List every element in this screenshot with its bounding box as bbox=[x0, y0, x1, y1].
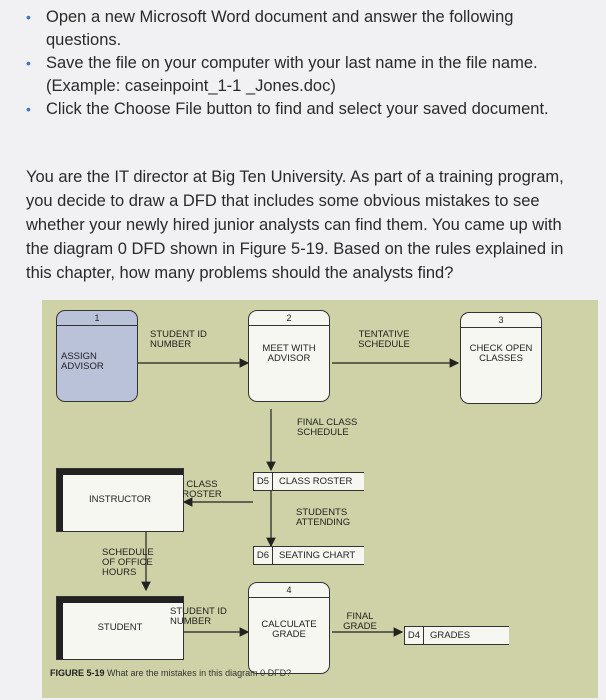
instruction-text: Save the file on your computer with your… bbox=[46, 54, 538, 95]
instruction-item: • Open a new Microsoft Word document and… bbox=[20, 6, 590, 52]
instruction-text: Click the Choose File button to find and… bbox=[46, 100, 549, 118]
entity-instructor: INSTRUCTOR bbox=[56, 468, 184, 532]
bullet-icon: • bbox=[26, 55, 31, 71]
instruction-item: • Click the Choose File button to find a… bbox=[20, 98, 590, 121]
store-name: CLASS ROSTER bbox=[279, 476, 353, 487]
flow-label: TENTATIVE SCHEDULE bbox=[358, 329, 410, 350]
process-check-open-classes: 3 CHECK OPEN CLASSES bbox=[460, 312, 542, 404]
entity-label: INSTRUCTOR bbox=[88, 494, 152, 505]
caption-text: What are the mistakes in this diagram 0 … bbox=[107, 668, 292, 678]
flow-label: STUDENTS ATTENDING bbox=[296, 507, 351, 528]
process-meet-with-advisor: 2 MEET WITH ADVISOR bbox=[248, 310, 330, 402]
flow-label: CLASS ROSTER bbox=[182, 479, 222, 500]
entity-student: STUDENT bbox=[56, 596, 184, 660]
flow-label: FINAL GRADE bbox=[343, 611, 377, 632]
process-name: MEET WITH ADVISOR bbox=[262, 343, 316, 364]
flow-label: STUDENT ID NUMBER bbox=[170, 606, 227, 627]
process-number: 2 bbox=[249, 311, 329, 326]
process-name: CALCULATE GRADE bbox=[261, 619, 317, 640]
bullet-icon: • bbox=[26, 9, 31, 25]
process-name: ASSIGN ADVISOR bbox=[61, 351, 104, 372]
instruction-item: • Save the file on your computer with yo… bbox=[20, 52, 590, 98]
process-number: 4 bbox=[249, 583, 329, 598]
instruction-text: Open a new Microsoft Word document and a… bbox=[46, 8, 514, 49]
process-name: CHECK OPEN CLASSES bbox=[469, 343, 533, 364]
instructions-list: • Open a new Microsoft Word document and… bbox=[20, 6, 590, 121]
data-store-seating-chart: D6 SEATING CHART bbox=[253, 546, 364, 565]
store-id: D6 bbox=[254, 547, 273, 564]
flow-label: SCHEDULE OF OFFICE HOURS bbox=[102, 547, 154, 578]
question-paragraph: You are the IT director at Big Ten Unive… bbox=[26, 168, 564, 282]
caption-label: FIGURE 5-19 bbox=[50, 668, 105, 678]
store-id: D4 bbox=[405, 627, 424, 644]
process-number: 1 bbox=[57, 311, 137, 326]
data-store-class-roster: D5 CLASS ROSTER bbox=[253, 472, 364, 491]
store-name: SEATING CHART bbox=[279, 550, 356, 561]
dfd-figure: 1 ASSIGN ADVISOR 2 MEET WITH ADVISOR 3 C… bbox=[42, 300, 598, 698]
process-assign-advisor: 1 ASSIGN ADVISOR bbox=[56, 310, 138, 402]
figure-caption: FIGURE 5-19 What are the mistakes in thi… bbox=[50, 668, 291, 678]
bullet-icon: • bbox=[26, 101, 31, 117]
flow-label: FINAL CLASS SCHEDULE bbox=[297, 417, 358, 438]
store-name: GRADES bbox=[430, 630, 471, 641]
flow-label: STUDENT ID NUMBER bbox=[150, 329, 207, 350]
data-store-grades: D4 GRADES bbox=[404, 626, 509, 645]
process-number: 3 bbox=[461, 313, 541, 328]
store-id: D5 bbox=[254, 473, 273, 490]
process-calculate-grade: 4 CALCULATE GRADE bbox=[248, 582, 330, 674]
entity-label: STUDENT bbox=[97, 622, 143, 633]
